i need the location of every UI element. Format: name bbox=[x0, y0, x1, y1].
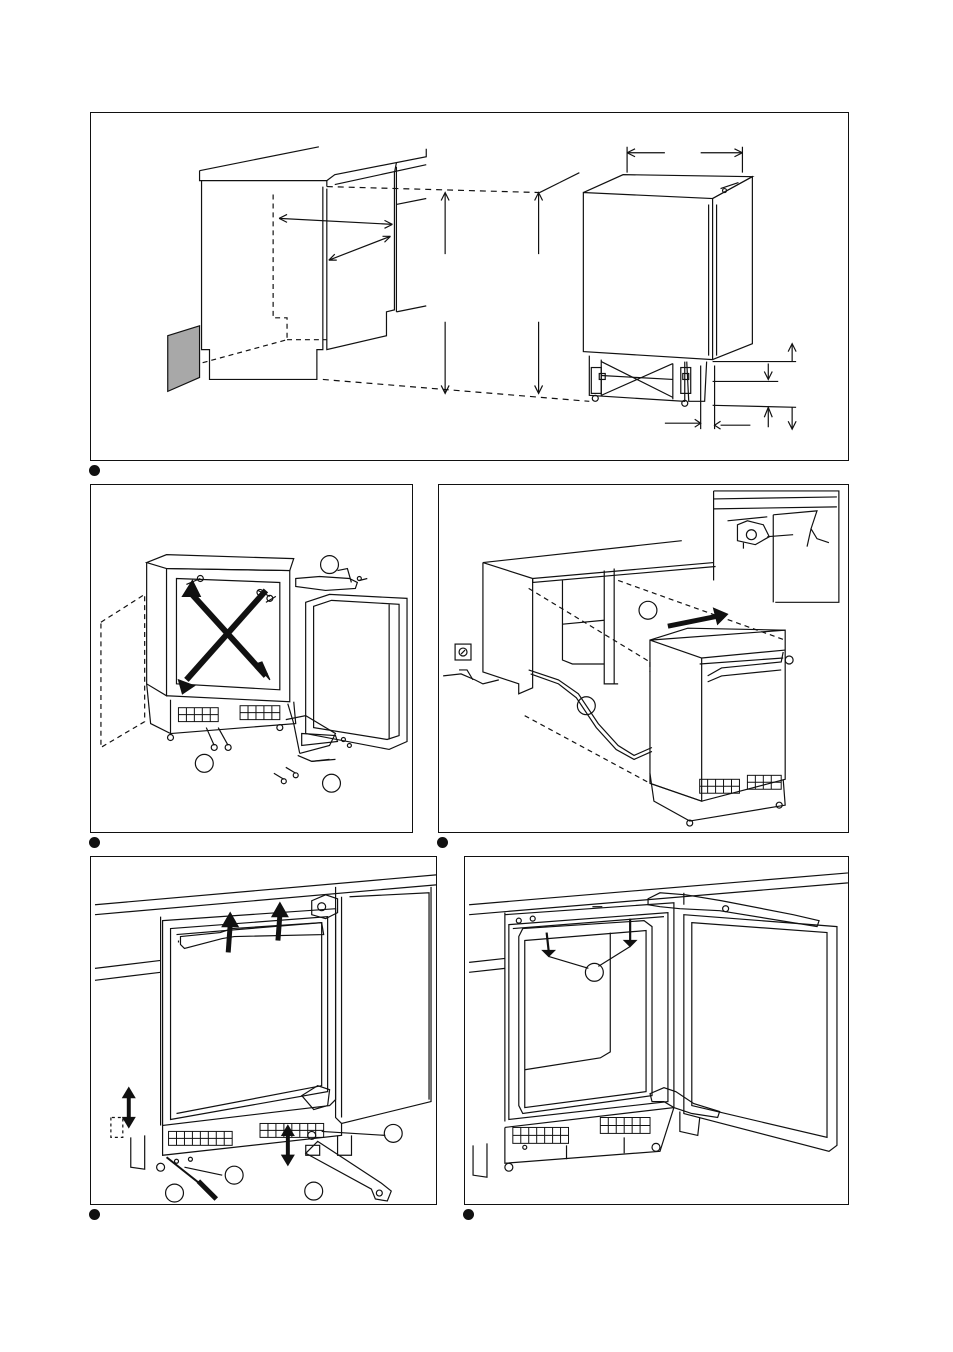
figure-4-height-adjustment bbox=[90, 856, 437, 1205]
figure-5-bullet bbox=[463, 1209, 474, 1220]
figure-3-push-into-niche bbox=[438, 484, 849, 833]
figure-1-bullet bbox=[89, 465, 100, 476]
cabinet-and-appliance-dimensions-icon bbox=[91, 113, 848, 460]
figure-2-bullet bbox=[89, 837, 100, 848]
appliance-into-niche-icon bbox=[439, 485, 848, 832]
figure-4-bullet bbox=[89, 1209, 100, 1220]
door-hinge-swap-icon bbox=[91, 485, 412, 832]
figure-3-bullet bbox=[437, 837, 448, 848]
fix-appliance-screws-icon bbox=[465, 857, 848, 1204]
figure-5-fix-with-screws bbox=[464, 856, 849, 1205]
figure-2-door-reversal bbox=[90, 484, 413, 833]
figure-1-installation-dimensions bbox=[90, 112, 849, 461]
adjust-feet-height-icon bbox=[91, 857, 436, 1204]
